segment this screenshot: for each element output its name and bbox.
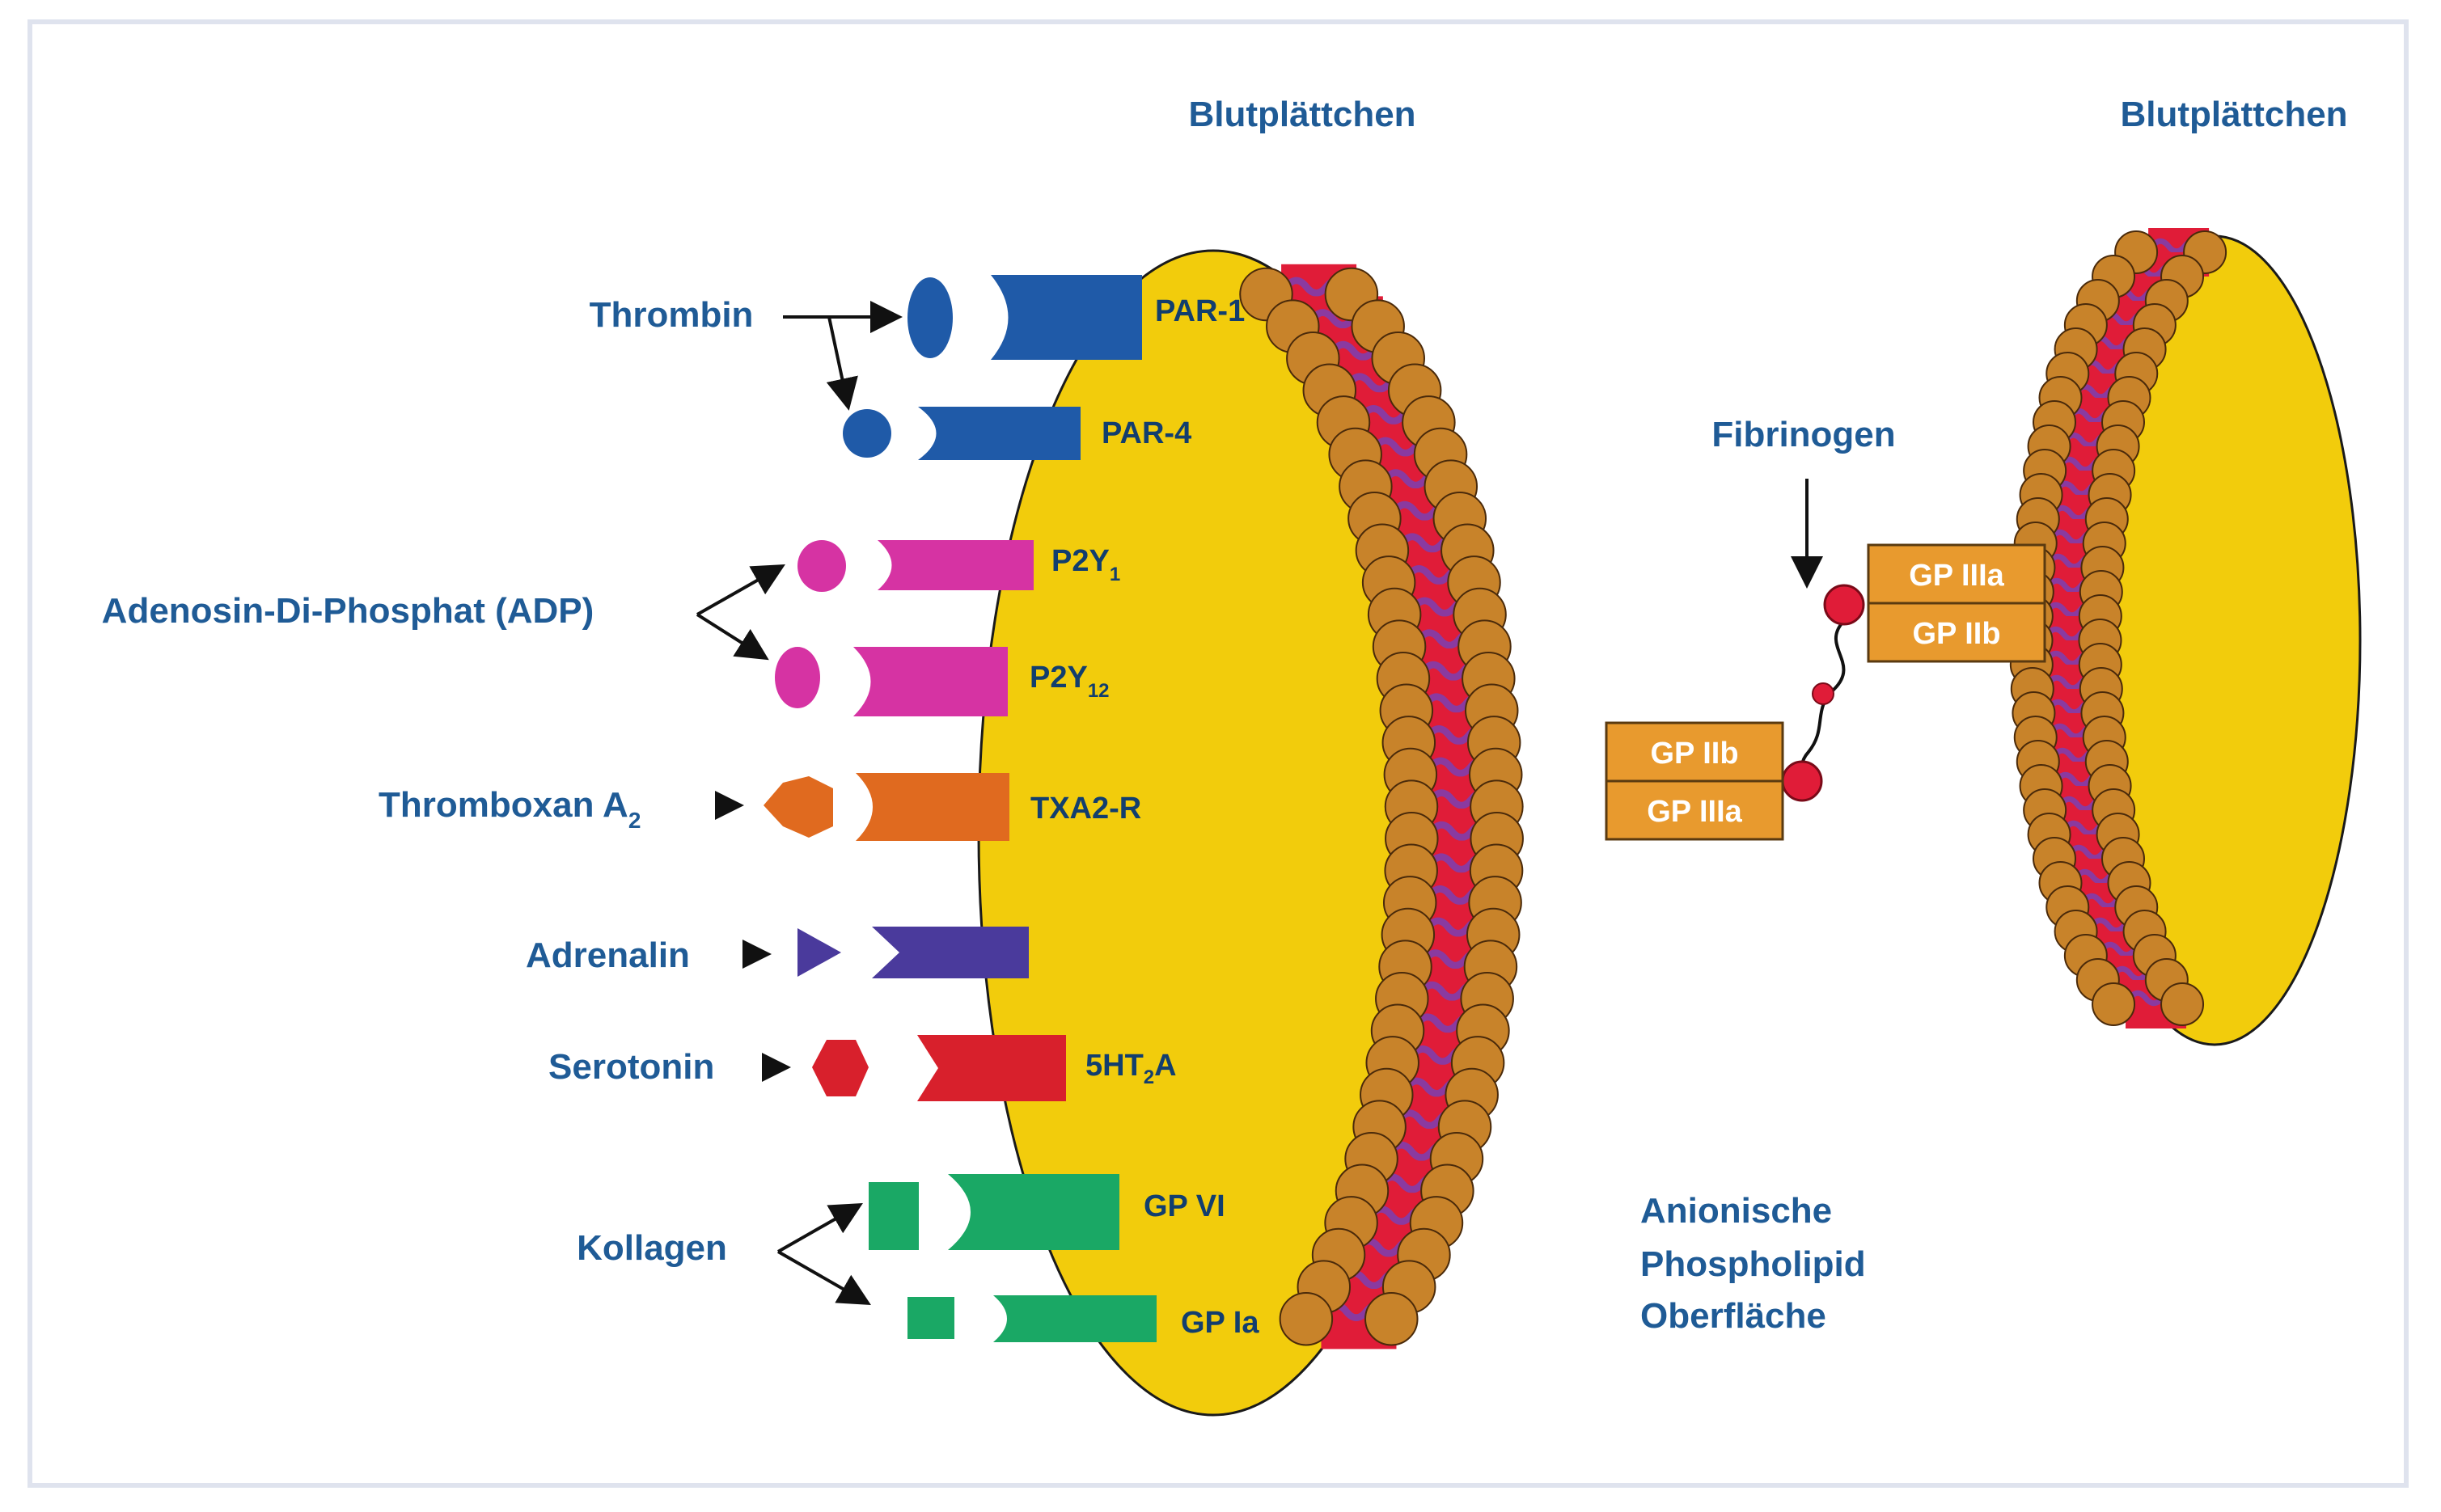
fibrinogen-node-mid (1812, 682, 1834, 705)
5ht2a-label: 5HT2A (1085, 1049, 1177, 1088)
lipid-left-head (1279, 1291, 1334, 1346)
lipid-right-head (2092, 982, 2136, 1026)
gp-right-bottom-label: GP IIb (1912, 617, 2000, 651)
serotonin-arrowhead (762, 1053, 791, 1082)
gp-box-right-bottom (1867, 602, 2046, 663)
thromboxan-arrowhead (715, 791, 744, 820)
anionic-line-3: Oberfläche (1640, 1296, 1826, 1336)
p2y1-label: P2Y1 (1051, 544, 1120, 585)
anionic-line-1: Anionische (1640, 1191, 1832, 1231)
thrombin-ligand-1 (907, 277, 953, 358)
platelet-right-title: Blutplättchen (2120, 95, 2347, 134)
5ht2a-receptor (917, 1035, 1066, 1101)
adrenalin-arrowhead (742, 940, 772, 969)
thrombin-ligand-2 (843, 409, 891, 458)
adp-label: Adenosin-Di-Phosphat (ADP) (102, 591, 594, 631)
gp-right-top-label: GP IIIa (1909, 559, 2004, 593)
adp-ligand-2 (775, 647, 820, 708)
fibrinogen-label: Fibrinogen (1711, 415, 1895, 454)
thrombin-label: Thrombin (590, 295, 754, 335)
thromboxan-label: Thromboxan A2 (379, 785, 641, 833)
phospholipid-bilayer-right (2009, 228, 2227, 1028)
serotonin-ligand (812, 1040, 869, 1096)
adrenalin-receptor (872, 927, 1029, 978)
anionic-surface-label: Anionische Phospholipid Oberfläche (1640, 1191, 1866, 1336)
txa2r-receptor (856, 773, 1009, 841)
par4-receptor (918, 407, 1081, 460)
adp-arrows (696, 564, 785, 661)
kollagen-arrows (777, 1203, 871, 1305)
txa2r-label: TXA2-R (1030, 792, 1141, 826)
gp-left-bottom-label: GP IIIa (1647, 795, 1742, 829)
gp-left-top-label: GP IIb (1650, 737, 1738, 771)
gpvi-receptor (948, 1174, 1119, 1250)
lipid-left-head (1364, 1291, 1419, 1346)
anionic-line-2: Phospholipid (1640, 1244, 1866, 1284)
fibrinogen-node-bottom (1781, 760, 1823, 802)
gp-box-left-top (1605, 721, 1784, 783)
fibrinogen-node-top (1823, 584, 1865, 626)
gpia-receptor (993, 1295, 1157, 1342)
platelet-left-title: Blutplättchen (1188, 95, 1415, 134)
adrenalin-ligand (797, 928, 841, 977)
par1-receptor (991, 275, 1142, 360)
gp-complex-right: GP IIIa GP IIb (1867, 543, 2046, 663)
thromboxan-ligand (764, 776, 833, 838)
gp-box-left-bottom (1605, 779, 1784, 841)
phospholipid-bilayer-left (1239, 264, 1524, 1349)
p2y12-label: P2Y12 (1030, 661, 1110, 702)
serotonin-label: Serotonin (548, 1047, 714, 1087)
kollagen-ligand-2 (907, 1297, 954, 1339)
par4-label: PAR-4 (1102, 416, 1191, 450)
lipid-right-head (2160, 982, 2205, 1026)
par1-label: PAR-1 (1155, 294, 1245, 328)
p2y1-receptor (878, 540, 1034, 590)
p2y12-receptor (853, 647, 1008, 716)
gpia-label: GP Ia (1181, 1306, 1259, 1340)
thrombin-arrows (783, 301, 903, 411)
gpvi-label: GP VI (1144, 1189, 1225, 1223)
adrenalin-label: Adrenalin (526, 935, 690, 975)
gp-complex-left: GP IIb GP IIIa (1605, 721, 1784, 841)
adp-ligand-1 (797, 540, 846, 592)
kollagen-ligand-1 (869, 1182, 919, 1250)
kollagen-label: Kollagen (577, 1228, 727, 1268)
